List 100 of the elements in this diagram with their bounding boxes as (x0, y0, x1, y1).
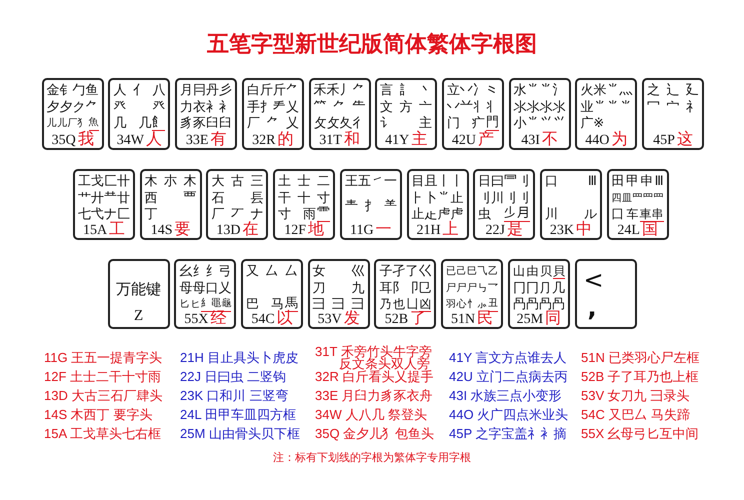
key-code: 43I (521, 133, 540, 149)
radical-text: 冂冂⺆几 (512, 280, 565, 296)
key-code: 41Y (385, 133, 410, 149)
key-label: 万能键 (115, 280, 162, 298)
radical-text: 豸豕臼臼 (180, 116, 232, 131)
radical-text: 子孑了巜 (379, 264, 432, 279)
keycap (340, 169, 402, 240)
underlined-radical: 糹黽龜 (201, 297, 232, 312)
underlined-radical: 丑 (488, 297, 498, 312)
radical-text: 口Ⅲ (544, 174, 597, 189)
underlined-radical: 門 (486, 116, 499, 131)
mnemonic-text: 44O 火广四点米业头 (449, 408, 568, 422)
radical-text: 月冃丹彡 (180, 83, 232, 98)
key-character: 同 (545, 309, 562, 327)
radical-text: 癶癶 (113, 100, 166, 114)
key-character: 这 (676, 130, 693, 148)
key-character: 一 (376, 220, 392, 238)
key-code: 51N (451, 312, 476, 328)
footnote: 注：标有下划线的字根为繁体字专用字根 (272, 451, 472, 465)
keycap (406, 169, 468, 240)
underlined-radical: 魚 (88, 116, 99, 131)
mnemonic-text: 42U 立门二点病去丙 (449, 370, 568, 384)
key-letter: Z (133, 308, 144, 325)
radical-text: 幺纟纟弓 (179, 264, 232, 279)
radical-text: 王五㇀一 (344, 174, 397, 189)
radical-text: 已己巳⺄乙 (446, 265, 498, 279)
key-code: 45P (653, 133, 675, 149)
keycap (441, 259, 504, 329)
key-code: 23K (550, 223, 574, 239)
key-character: 要 (174, 220, 191, 238)
key-character: 有 (210, 130, 226, 148)
key-character: 地 (308, 220, 324, 238)
radical-text: 虫 (478, 207, 492, 222)
key-code: 54C (251, 312, 275, 328)
key-character: 在 (242, 220, 258, 238)
radical-text: 又厶厶 (246, 264, 298, 279)
radical-text: 门疒 (446, 116, 485, 131)
key-symbol: , (588, 295, 597, 321)
mnemonic-text: 23K 口和川 三竖弯 (180, 389, 288, 403)
mnemonic-text: 33E 月臼力豸豕衣舟 (315, 389, 433, 403)
keycap (174, 259, 236, 329)
mnemonic-text: 41Y 言文方点谁去人 (449, 351, 567, 365)
mnemonic-text: 24L 田甲车皿四方框 (180, 408, 296, 422)
key-code: 33E (186, 133, 208, 149)
key-code: 52B (384, 312, 408, 328)
key-character: 和 (344, 130, 360, 148)
radical-text: 之辶廴 (647, 83, 699, 98)
keycap (442, 78, 504, 150)
radical-text: 囗车 (612, 207, 639, 222)
keycap (242, 78, 304, 150)
radical-text: 立丷冫⺀ (446, 83, 499, 98)
radical-text: 广※ (580, 116, 604, 131)
keycap (575, 78, 638, 150)
radical-text: 言訁丶 (380, 83, 432, 98)
underlined-radical: 貝 (552, 264, 565, 279)
key-code: 31T (319, 133, 342, 149)
radical-text: 羽心忄⺗ (446, 298, 488, 310)
mnemonic-text: 54C 又巴厶 马失蹄 (581, 408, 690, 422)
key-character: 为 (611, 130, 628, 148)
radical-text: 土士二 (278, 174, 330, 189)
key-character: 主 (411, 130, 428, 148)
keycap (540, 169, 602, 240)
mnemonic-text: 12F 土士二干十寸雨 (44, 370, 162, 384)
underlined-radical: ⻗ (317, 207, 330, 222)
radical-text: 干十寸 (278, 190, 330, 206)
radical-text: ⺮⺈⺧ (314, 100, 366, 114)
radical-text: 业⺌⺌⺌ (580, 100, 632, 114)
key-code: 32R (252, 133, 276, 149)
mnemonic-text: 31T 禾旁竹头牛字旁反文条头双人旁 (315, 346, 432, 370)
keycap (374, 259, 436, 329)
mnemonic-text: 32R 白斤看头乂提手 (315, 370, 434, 384)
keycap (606, 169, 669, 240)
keycap (642, 78, 704, 150)
key-code: 35Q (52, 133, 76, 149)
radical-text: 四皿罒罒罒 (612, 192, 664, 206)
radical-text: 几几 (113, 116, 152, 131)
radical-text: 人亻八 (113, 83, 166, 98)
radical-text: 西覀 (144, 190, 197, 206)
key-code: 14S (150, 223, 173, 239)
radical-text: ⺊卜⺌止 (412, 190, 464, 206)
keycap (508, 78, 571, 150)
radical-text: 刂川刂刂 (478, 190, 530, 206)
radical-text: 厂丆ナ (211, 207, 264, 222)
key-code: 21H (416, 223, 441, 239)
mnemonic-text: 52B 子了耳乃也上框 (581, 370, 699, 384)
keycap (73, 169, 135, 240)
keycap (140, 169, 202, 240)
radical-text: 禾禾丿⺈ (314, 83, 366, 98)
radical-text: 力衣⻂⻂ (180, 100, 232, 114)
title: 五笔字型新世纪版简体繁体字根图 (206, 32, 538, 58)
key-code: 34W (116, 133, 144, 149)
mnemonic-text: 22J 日曰虫 二竖钩 (180, 370, 286, 384)
key-character: 以 (276, 309, 293, 327)
key-code: 44O (585, 133, 610, 149)
keycap (308, 259, 370, 329)
radical-text: 丁 (144, 207, 158, 222)
keycap (273, 169, 336, 240)
key-code: 15A (82, 223, 108, 239)
mnemonic-text: 55X 幺母弓匕互中间 (581, 427, 699, 441)
mnemonic-text: 35Q 金夕儿犭包鱼头 (315, 427, 434, 441)
